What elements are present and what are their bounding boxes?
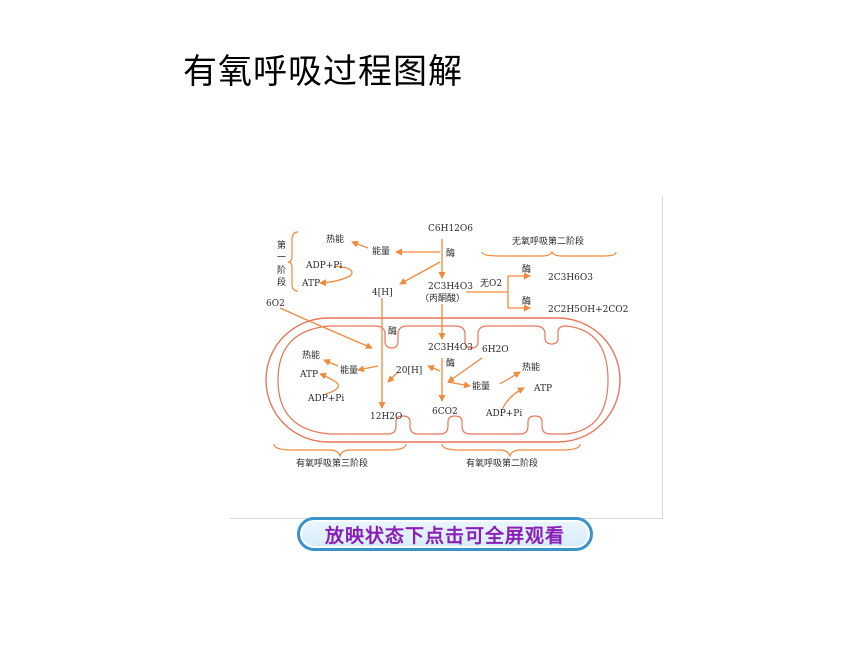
mitochondrion: [265, 317, 621, 443]
arrow-to-4h: [399, 261, 441, 285]
brace-aerobic2: [441, 443, 581, 458]
diagram-canvas: C6H12O6 酶 热能 能量 ADP+Pi ATP 第 一 阶 段 4[H] …: [265, 224, 628, 469]
brace-anaerobic: [481, 250, 617, 257]
label-energy-stage3: 能量: [340, 364, 358, 376]
label-glucose: C6H12O6: [428, 224, 473, 234]
label-stage1-4: 段: [277, 276, 286, 288]
arrow-adp-to-atp: [319, 265, 353, 287]
label-lactic: 2C3H6O3: [548, 273, 593, 283]
aerobic-respiration-diagram: C6H12O6 酶 热能 能量 ADP+Pi ATP 第 一 阶 段 4[H] …: [230, 196, 663, 519]
label-enzyme-lactic: 酶: [522, 263, 531, 275]
label-20h: 20[H]: [396, 366, 422, 376]
label-stage1-1: 第: [277, 239, 286, 251]
label-energy-stage1: 能量: [372, 245, 390, 257]
label-atp-stage3: ATP: [299, 370, 318, 380]
arrow-energy3-to-heat: [323, 359, 339, 367]
label-ethanol-co2: 2C2H5OH+2CO2: [548, 305, 628, 315]
arrow-to-energy-stage3: [357, 365, 379, 373]
label-anaerobic-stage2: 无氧呼吸第二阶段: [512, 235, 584, 247]
arrow-to-20h: [427, 365, 441, 372]
label-atp-stage1: ATP: [301, 279, 320, 289]
label-heat-stage1: 热能: [326, 233, 344, 245]
label-aerobic-stage2: 有氧呼吸第二阶段: [466, 457, 538, 469]
label-pyruvate-name: （丙酮酸）: [420, 293, 465, 304]
label-pyruvate-inner: 2C3H4O3: [428, 343, 473, 353]
label-enzyme-ethanol: 酶: [522, 295, 531, 307]
label-6h2o: 6H2O: [482, 345, 509, 355]
brace-aerobic3: [273, 443, 407, 458]
label-stage1-3: 阶: [277, 264, 286, 276]
label-adp-stage1: ADP+Pi: [305, 261, 342, 271]
arrow-adp3-to-atp: [319, 372, 340, 395]
label-stage1-2: 一: [277, 253, 286, 263]
diagram-labels: C6H12O6 酶 热能 能量 ADP+Pi ATP 第 一 阶 段 4[H] …: [266, 224, 628, 469]
label-heat-stage2: 热能: [522, 361, 540, 373]
label-energy-stage2: 能量: [472, 380, 490, 392]
brace-stage1: [287, 231, 299, 292]
label-6co2: 6CO2: [432, 407, 458, 417]
page-title: 有氧呼吸过程图解: [183, 52, 463, 92]
arrow-energy-to-heat: [351, 240, 369, 249]
arrow-water6-in: [447, 357, 483, 383]
label-enzyme-1: 酶: [446, 247, 455, 259]
arrow-o2-in: [279, 307, 373, 349]
label-enzyme-2: 酶: [446, 357, 455, 369]
mitochondrion-inner-membrane: [277, 325, 609, 435]
arrow-energy2-to-heat: [499, 371, 521, 385]
label-adp-stage2: ADP+Pi: [485, 409, 522, 419]
arrows: [279, 239, 531, 411]
fullscreen-play-button[interactable]: 放映状态下点击可全屏观看: [297, 517, 593, 551]
label-6o2: 6O2: [266, 299, 285, 309]
label-aerobic-stage3: 有氧呼吸第三阶段: [296, 457, 368, 469]
arrow-to-energy-stage2: [447, 381, 471, 389]
label-no-o2: 无O2: [480, 278, 502, 289]
arrow-20h-to-water12: [387, 371, 399, 383]
label-heat-stage3: 热能: [302, 349, 320, 361]
label-enzyme-3: 酶: [388, 325, 397, 337]
braces: [273, 231, 617, 458]
label-atp-stage2: ATP: [533, 384, 552, 394]
label-pyruvate: 2C3H4O3: [428, 282, 473, 292]
label-12h2o: 12H2O: [370, 412, 402, 422]
arrow-adp2-to-atp: [501, 387, 525, 411]
label-adp-stage3: ADP+Pi: [307, 394, 344, 404]
mitochondrion-outer-membrane: [265, 317, 621, 443]
label-4h: 4[H]: [372, 288, 393, 298]
